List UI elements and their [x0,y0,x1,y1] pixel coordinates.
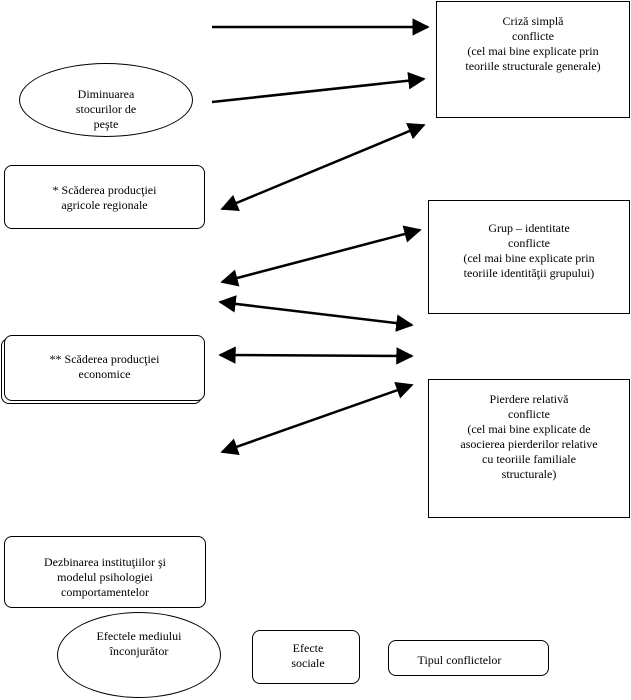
arrow-mid-1 [218,295,414,332]
box-dezbinarea-text: Dezbinarea instituţiilor şi modelul psih… [44,555,166,599]
legend-tipul-conflictelor-text: Tipul conflictelor [417,653,502,667]
legend-efecte-sociale-text: Efecte sociale [291,641,325,670]
ellipse-diminuarea-stocurilor: Diminuarea stocurilor de peşte [19,63,193,137]
box-criza-simpla: Criză simplă conflicte (cel mai bine exp… [436,1,630,118]
box-criza-simpla-text: Criză simplă conflicte (cel mai bine exp… [465,14,601,73]
box-scaderea-economica: ** Scăderea producţiei economice [4,335,205,401]
legend-efectele-mediului: Efectele mediului înconjurător [57,612,221,698]
box-pierdere-relativa-text: Pierdere relativă conflicte (cel mai bin… [460,392,598,481]
box-pierdere-relativa: Pierdere relativă conflicte (cel mai bin… [428,379,630,518]
box-grup-identitate: Grup – identitate conflicte (cel mai bin… [428,200,630,314]
box-dezbinarea: Dezbinarea instituţiilor şi modelul psih… [4,536,206,608]
arrow-to-grup [220,225,422,287]
arrow-mid-2 [218,346,414,365]
legend-tipul-conflictelor: Tipul conflictelor [388,640,549,676]
box-grup-identitate-text: Grup – identitate conflicte (cel mai bin… [463,221,595,280]
arrow-agricola-criza [220,122,426,212]
box-scaderea-agricola-text: * Scăderea producţiei agricole regionale [52,183,157,212]
box-scaderea-agricola: * Scăderea producţiei agricole regionale [4,165,205,229]
arrow-diminuarea-to-criza [211,71,426,104]
box-scaderea-economica-text: ** Scăderea producţiei economice [49,352,160,381]
legend-efectele-mediului-text: Efectele mediului înconjurător [96,629,182,658]
ellipse-diminuarea-text: Diminuarea stocurilor de peşte [75,87,137,131]
legend-efecte-sociale: Efecte sociale [252,630,360,684]
arrow-to-pierdere [220,381,414,456]
